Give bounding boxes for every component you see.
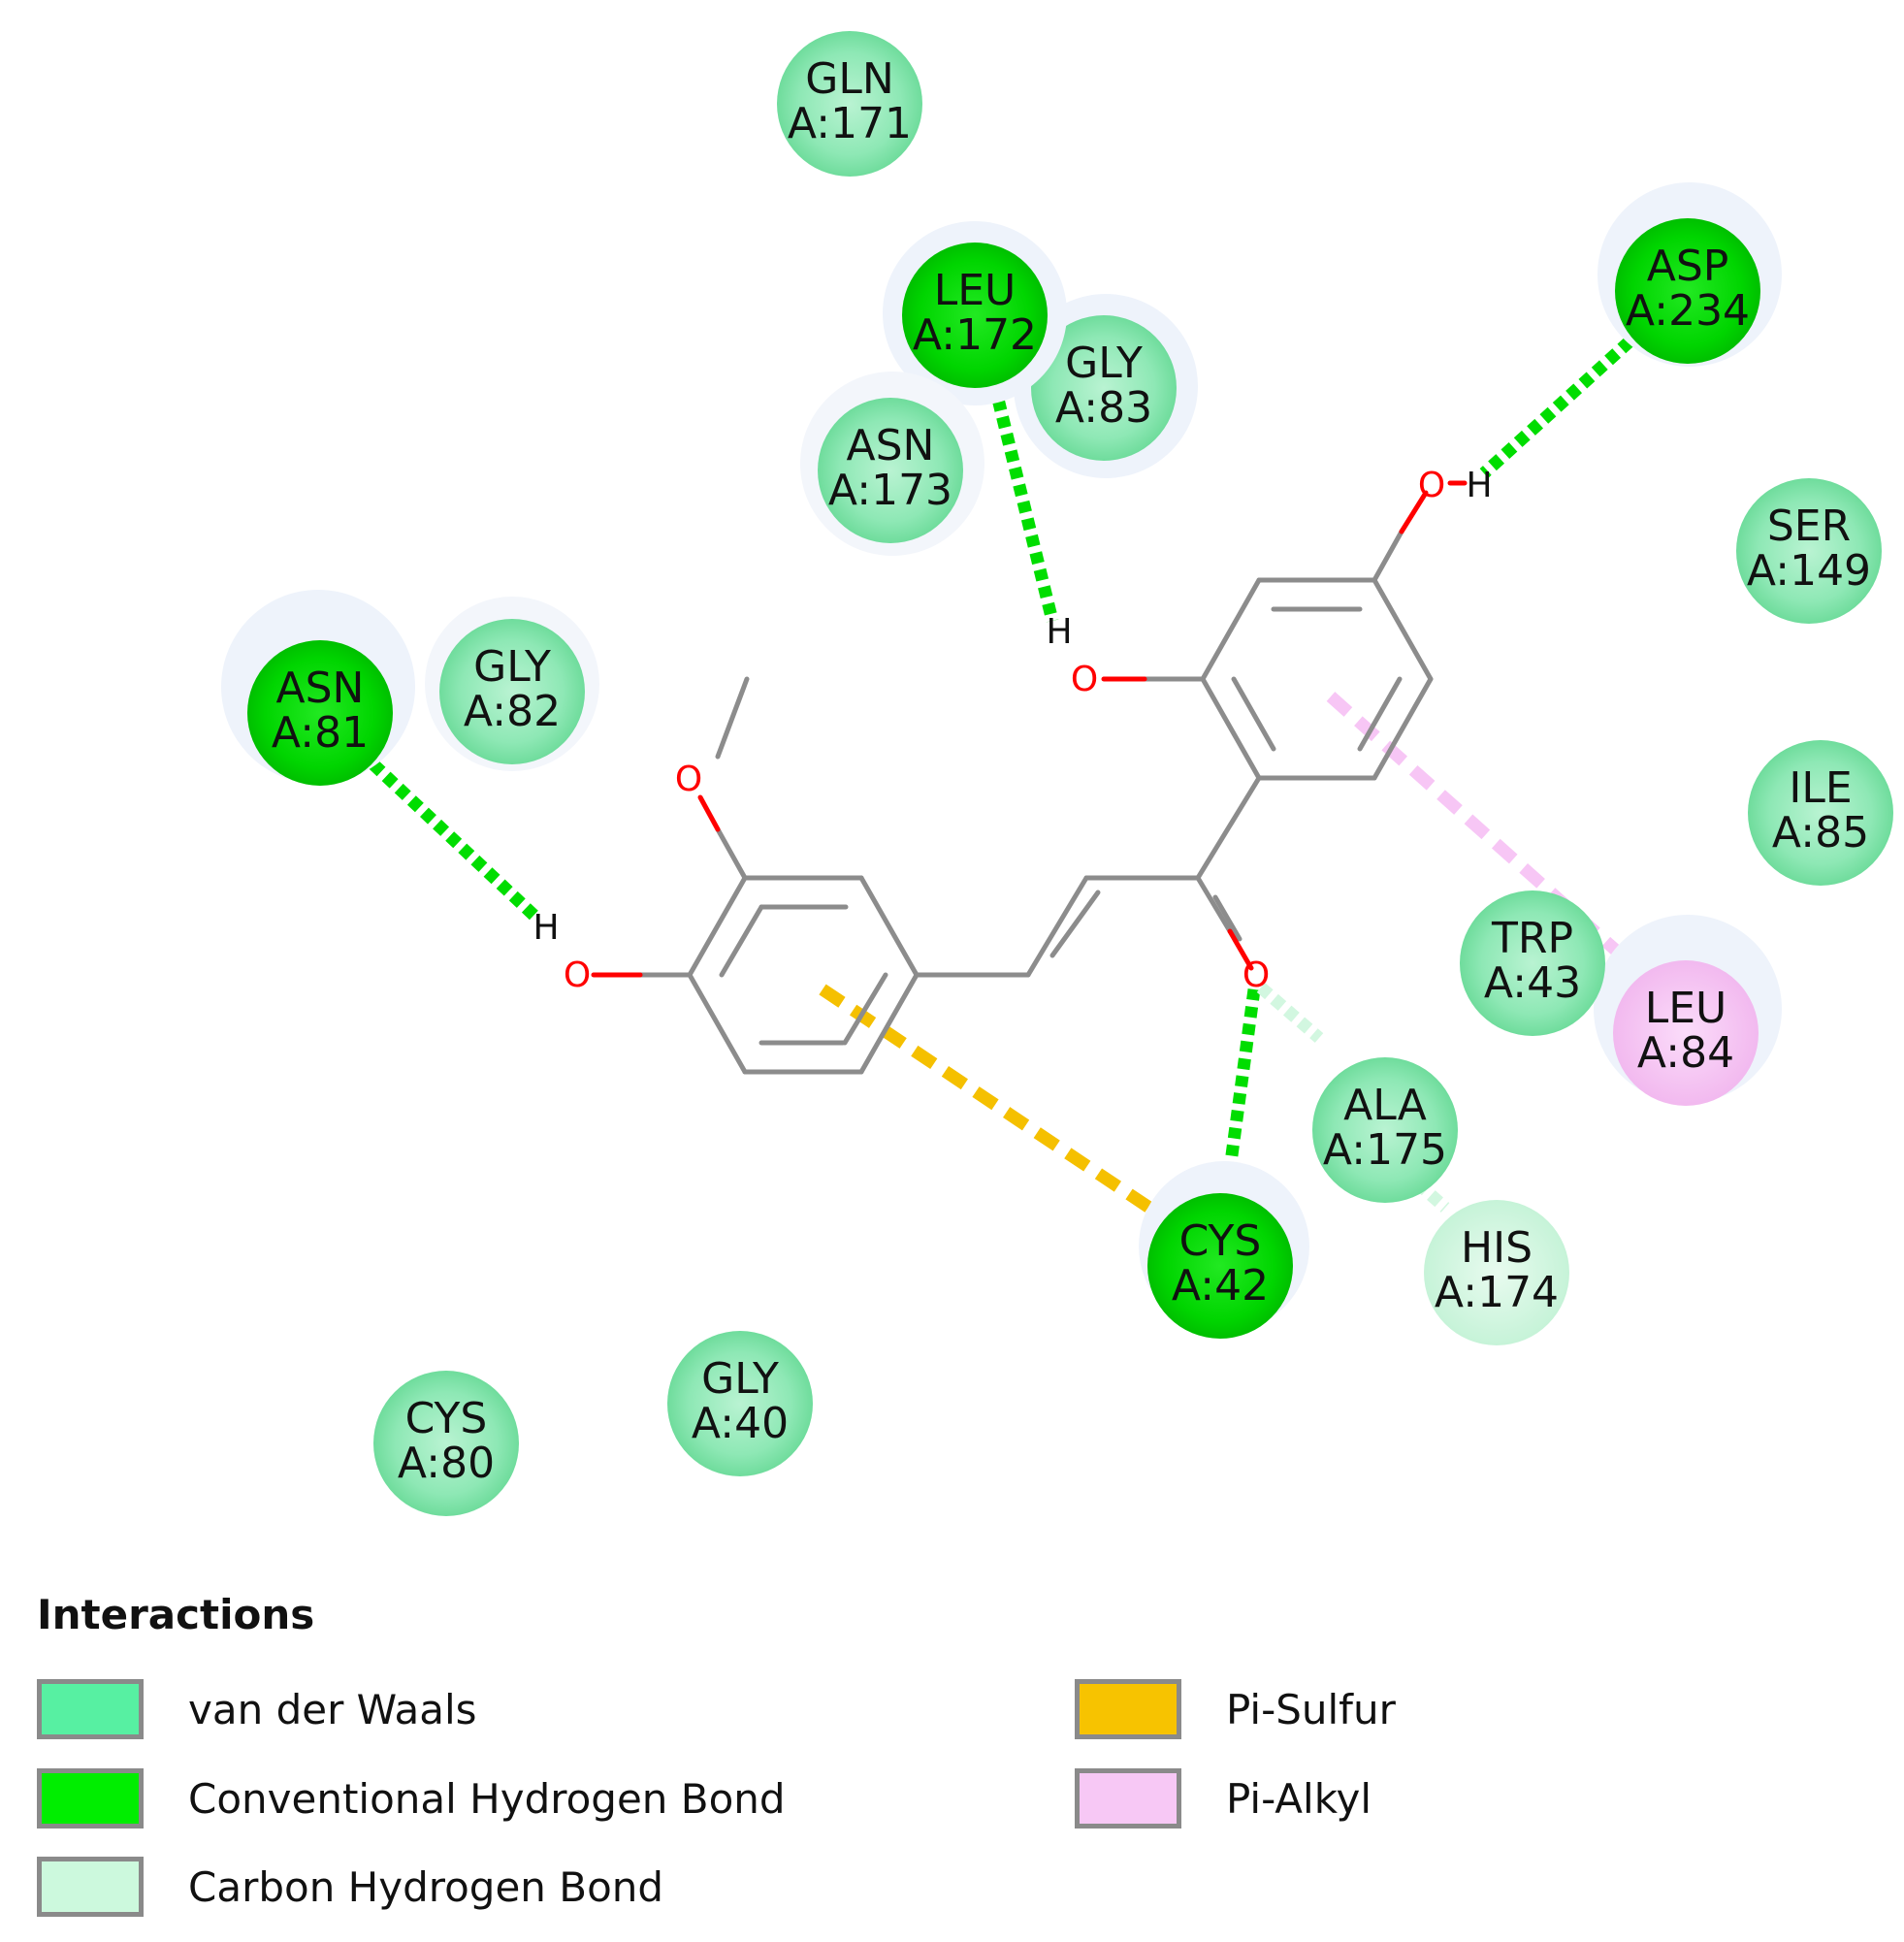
legend-label: Carbon Hydrogen Bond [188, 1862, 664, 1911]
residue-number: A:175 [1323, 1125, 1447, 1175]
residue-name: CYS [1179, 1216, 1262, 1266]
legend-label: Pi-Alkyl [1226, 1774, 1372, 1823]
legend-item-chbond: Carbon Hydrogen Bond [37, 1851, 663, 1923]
interactions-legend: Interactions van der Waals Conventional … [37, 1591, 1880, 1940]
residue-gly82: GLY A:82 [425, 597, 599, 771]
legend-label: Conventional Hydrogen Bond [188, 1774, 786, 1823]
residue-name: ASN [276, 664, 365, 713]
residue-name: ILE [1789, 763, 1852, 813]
residue-name: GLY [1065, 339, 1143, 388]
right-ring [1200, 577, 1434, 781]
legend-item-vdw: van der Waals [37, 1673, 477, 1745]
residue-name: HIS [1461, 1223, 1533, 1273]
residue-number: A:81 [272, 708, 369, 758]
hydrogen-atom-label: H [532, 908, 559, 948]
legend-label: Pi-Sulfur [1226, 1685, 1396, 1733]
oxygen-atom-label: O [675, 760, 702, 799]
legend-swatch [37, 1679, 144, 1739]
residue-name: SER [1767, 502, 1851, 551]
legend-title: Interactions [37, 1591, 315, 1638]
pisulfur-line-cys42 [819, 984, 1182, 1233]
hbond-line-asn81 [369, 760, 540, 922]
oxygen-atom-label: O [564, 955, 591, 995]
legend-label: van der Waals [188, 1685, 477, 1733]
left-ring [687, 875, 920, 1075]
residue-name: ASP [1647, 242, 1729, 291]
residue-number: A:172 [913, 310, 1037, 360]
oxygen-atom-label: O [1242, 955, 1270, 995]
residue-number: A:80 [398, 1439, 495, 1488]
residue-number: A:40 [692, 1399, 789, 1448]
residue-number: A:149 [1747, 546, 1871, 596]
residue-asp234: ASP A:234 [1597, 182, 1782, 367]
residue-name: GLY [473, 642, 551, 692]
residue-number: A:174 [1435, 1268, 1559, 1317]
residue-name: TRP [1491, 914, 1573, 963]
residue-cys80: CYS A:80 [373, 1371, 519, 1516]
residue-his174: HIS A:174 [1424, 1200, 1569, 1345]
atom-labels: O H O H O O H O [532, 466, 1492, 995]
residue-name: ASN [847, 421, 935, 470]
residue-ile85: ILE A:85 [1748, 740, 1893, 886]
residue-gln171: GLN A:171 [777, 31, 922, 177]
residues: GLN A:171 GLY A:83 LEU A:172 ASP A:234 A… [221, 31, 1893, 1516]
residue-name: GLY [701, 1354, 779, 1404]
residue-leu172: LEU A:172 [883, 221, 1067, 405]
residue-cys42: CYS A:42 [1139, 1161, 1309, 1339]
residue-asn173: ASN A:173 [800, 372, 984, 556]
oxygen-atom-label: O [1071, 660, 1098, 699]
residue-number: A:82 [464, 687, 561, 736]
oxygen-bonds [591, 480, 1468, 978]
residue-number: A:43 [1484, 958, 1581, 1008]
legend-swatch [1075, 1679, 1181, 1739]
hydrogen-atom-label: H [1046, 612, 1072, 652]
legend-item-pi-alkyl: Pi-Alkyl [1075, 1763, 1372, 1834]
interaction-lines [369, 337, 1654, 1233]
ligand-structure [591, 480, 1468, 1075]
hbond-line-cys42 [1220, 988, 1261, 1192]
residue-number: A:85 [1772, 808, 1869, 858]
residue-name: LEU [1645, 984, 1727, 1033]
legend-swatch [37, 1857, 144, 1917]
residue-number: A:173 [828, 466, 952, 515]
residue-number: A:171 [788, 99, 912, 148]
legend-item-hbond: Conventional Hydrogen Bond [37, 1763, 786, 1834]
residue-ser149: SER A:149 [1736, 478, 1882, 624]
legend-swatch [37, 1768, 144, 1829]
hydrogen-atom-label: H [1466, 466, 1492, 505]
residue-ala175: ALA A:175 [1312, 1057, 1458, 1203]
residue-trp43: TRP A:43 [1460, 890, 1605, 1036]
residue-number: A:84 [1637, 1028, 1734, 1078]
legend-swatch [1075, 1768, 1181, 1829]
legend-item-pi-sulfur: Pi-Sulfur [1075, 1673, 1396, 1745]
residue-number: A:83 [1055, 383, 1152, 433]
enone-chain [637, 529, 1404, 978]
residue-gly40: GLY A:40 [667, 1331, 813, 1476]
residue-name: GLN [805, 54, 894, 104]
residue-name: LEU [934, 266, 1017, 315]
chbond-line-ala175 [1256, 983, 1324, 1043]
residue-name: CYS [405, 1394, 488, 1443]
residue-asn81: ASN A:81 [221, 590, 415, 786]
hbond-line-leu172 [987, 381, 1059, 623]
hbond-line-asp234 [1479, 337, 1634, 478]
residue-name: ALA [1343, 1081, 1427, 1130]
residue-number: A:42 [1172, 1261, 1269, 1311]
oxygen-atom-label: O [1418, 466, 1445, 505]
residue-leu84: LEU A:84 [1594, 915, 1782, 1106]
residue-number: A:234 [1626, 286, 1750, 336]
